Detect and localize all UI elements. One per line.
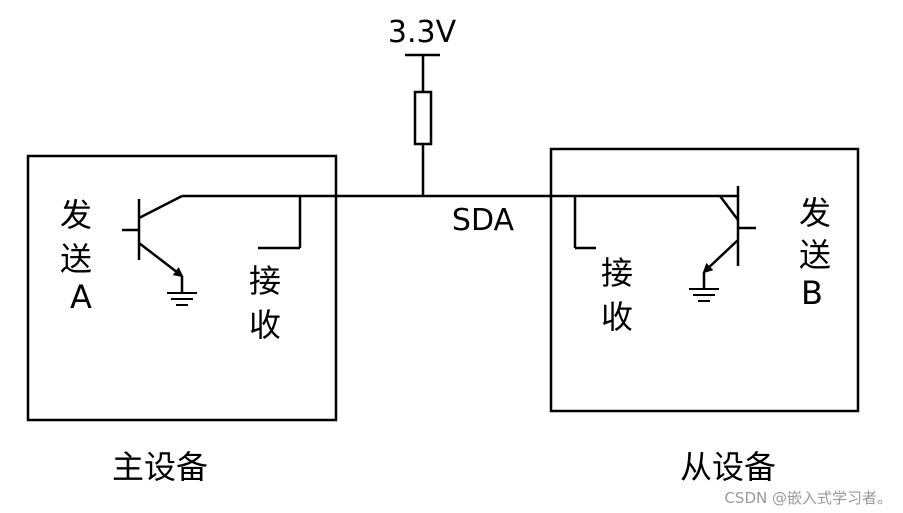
sda-label: SDA [452, 203, 515, 238]
master-receive-label-char-2: 收 [249, 306, 281, 344]
master-send-label-char-3: A [70, 278, 92, 316]
slave-send-label-char-1: 发 [799, 194, 831, 232]
master-send-label-char-2: 送 [60, 240, 92, 278]
master-transistor-collector [138, 194, 183, 220]
slave-transistor-emitter [702, 239, 739, 274]
master-device-title: 主设备 [112, 448, 208, 486]
master-receive-label-char-1: 接 [249, 262, 281, 300]
slave-transistor-collector [719, 195, 739, 221]
slave-device-title: 从设备 [680, 448, 776, 486]
slave-receive-label-char-2: 收 [601, 298, 633, 336]
slave-device-box [549, 147, 860, 413]
master-send-label-char-1: 发 [60, 196, 92, 234]
slave-receive-label-char-1: 接 [601, 254, 633, 292]
supply-voltage-label: 3.3V [388, 15, 457, 50]
master-device-box [26, 154, 338, 422]
slave-send-label-char-3: B [801, 274, 823, 312]
pullup-resistor [413, 90, 433, 146]
master-transistor-emitter [138, 242, 184, 278]
slave-send-label-char-2: 送 [799, 236, 831, 274]
csdn-watermark: CSDN @嵌入式学习者。 [724, 489, 892, 507]
